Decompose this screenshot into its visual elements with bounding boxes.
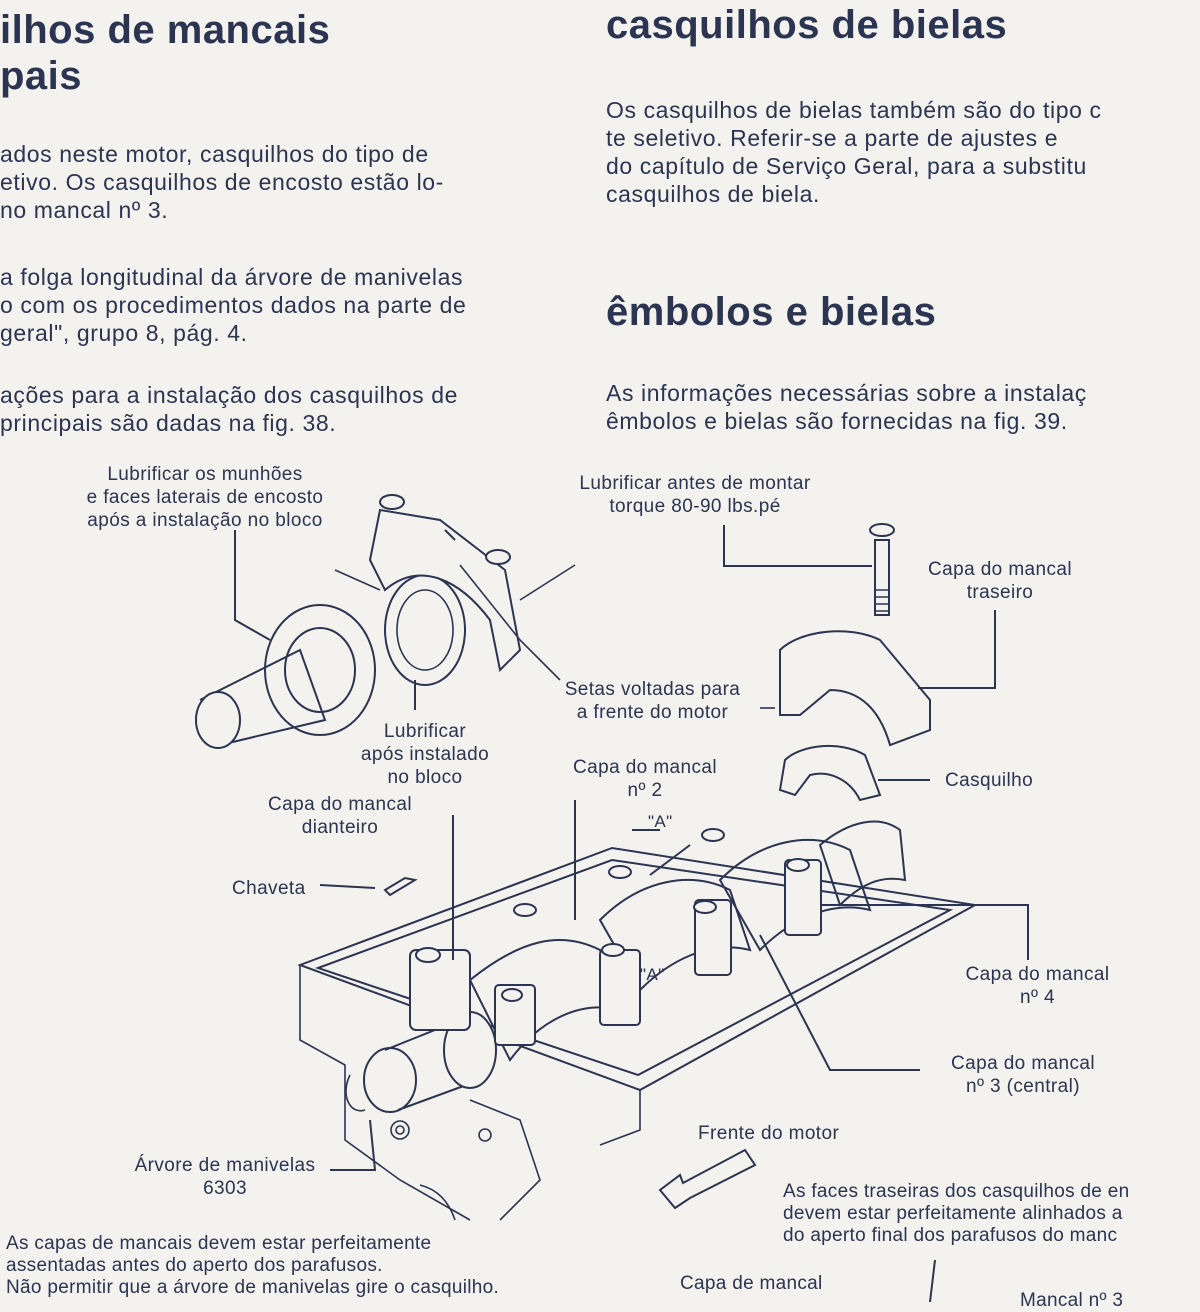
engine-block	[297, 846, 979, 1221]
right-paragraph-2: As informações necessárias sobre a insta…	[606, 379, 1087, 435]
text-line: 6303	[203, 1178, 247, 1199]
text-line: nº 3 (central)	[966, 1076, 1080, 1097]
text-line: te seletivo. Referir-se a parte de ajust…	[606, 125, 1059, 151]
text-line: Lubrificar antes de montar	[579, 473, 811, 494]
text-line: ações para a instalação dos casquilhos d…	[0, 382, 459, 408]
label-lubrificar-apos: Lubrificar após instalado no bloco	[340, 720, 510, 789]
text-line: As capas de mancais devem estar perfeita…	[6, 1233, 432, 1254]
label-setas-voltadas: Setas voltadas para a frente do motor	[540, 678, 765, 724]
text-line: Capa do mancal	[965, 964, 1110, 985]
chaveta-key	[383, 876, 418, 897]
text-line: Capa do mancal	[951, 1053, 1095, 1074]
label-marker-a-top: "A"	[648, 812, 673, 831]
text-line: As faces traseiras dos casquilhos de en	[783, 1181, 1130, 1202]
leader-lines	[234, 525, 1029, 1302]
front-direction-arrow	[658, 1148, 757, 1210]
text-line: a folga longitudinal da árvore de manive…	[0, 264, 464, 290]
label-capa-no3: Capa do mancal nº 3 (central)	[918, 1052, 1128, 1098]
label-marker-a-bottom: "A"	[640, 965, 665, 984]
text-line: nº 2	[627, 780, 663, 801]
footer-left-note: As capas de mancais devem estar perfeita…	[6, 1233, 499, 1299]
text-line: após a instalação no bloco	[87, 510, 323, 531]
text-line: Capa do mancal	[268, 794, 412, 815]
label-casquilho: Casquilho	[945, 770, 1034, 791]
text-line: e faces laterais de encosto	[86, 487, 324, 508]
label-lubrificar-torque: Lubrificar antes de montar torque 80-90 …	[540, 472, 850, 518]
text-line: Os casquilhos de bielas também são do ti…	[606, 97, 1102, 123]
text-line: Árvore de manivelas	[134, 1155, 316, 1176]
front-crankshaft-detail	[195, 574, 466, 749]
text-line: Lubrificar	[383, 721, 467, 742]
text-line: etivo. Os casquilhos de encosto estão lo…	[0, 169, 444, 195]
text-line: Capa do mancal	[573, 757, 717, 778]
label-capa-no2: Capa do mancal nº 2	[550, 756, 740, 802]
text-line: ados neste motor, casquilhos do tipo de	[0, 141, 429, 167]
text-line: do capítulo de Serviço Geral, para a sub…	[606, 153, 1087, 179]
rear-cap-detail	[778, 523, 931, 802]
label-chaveta: Chaveta	[232, 878, 306, 899]
right-heading-embolos-bielas: êmbolos e bielas	[606, 290, 937, 334]
footer-right-note: As faces traseiras dos casquilhos de en …	[783, 1181, 1130, 1247]
text-line: após instalado	[360, 744, 490, 765]
text-line: devem estar perfeitamente alinhados a	[783, 1203, 1123, 1224]
text-line: êmbolos e bielas são fornecidas na fig. …	[606, 408, 1068, 434]
text-line: principais são dadas na fig. 38.	[0, 410, 337, 436]
label-arvore-manivelas: Árvore de manivelas 6303	[110, 1154, 340, 1200]
crankshaft	[363, 820, 907, 1113]
text-line: torque 80-90 lbs.pé	[609, 496, 781, 517]
text-line: As informações necessárias sobre a insta…	[606, 380, 1087, 406]
text-line: traseiro	[966, 582, 1034, 603]
text-line: a frente do motor	[576, 702, 729, 723]
label-lubrificar-munhoes: Lubrificar os munhões e faces laterais d…	[50, 463, 360, 532]
label-frente-motor: Frente do motor	[698, 1123, 840, 1144]
footer-capa-de-mancal: Capa de mancal	[680, 1273, 823, 1294]
bearing-caps-block	[409, 828, 822, 1046]
text-line: dianteiro	[301, 817, 379, 838]
label-capa-dianteiro: Capa do mancal dianteiro	[240, 793, 440, 839]
footer-mancal-no3-partial: Mancal nº 3	[1020, 1290, 1124, 1311]
label-capa-no4: Capa do mancal nº 4	[940, 963, 1135, 1009]
text-line: no mancal nº 3.	[0, 197, 169, 223]
text-line: o com os procedimentos dados na parte de	[0, 292, 467, 318]
text-line: assentadas antes do aperto dos parafusos…	[6, 1255, 383, 1276]
text-line: Capa do mancal	[928, 559, 1072, 580]
text-line: casquilhos de biela.	[606, 181, 821, 207]
right-heading-casquilhos-bielas: casquilhos de bielas	[606, 3, 1008, 47]
text-line: Setas voltadas para	[564, 679, 741, 700]
left-heading-line1: ilhos de mancais	[0, 8, 331, 52]
text-line: no bloco	[387, 767, 463, 788]
text-line: geral", grupo 8, pág. 4.	[0, 320, 248, 346]
text-line: do aperto final dos parafusos do manc	[783, 1225, 1118, 1246]
left-paragraph-2: a folga longitudinal da árvore de manive…	[0, 263, 466, 347]
right-paragraph-1: Os casquilhos de bielas também são do ti…	[606, 96, 1102, 208]
front-cap-detail	[334, 494, 576, 673]
text-line: nº 4	[1020, 987, 1055, 1008]
label-capa-traseiro: Capa do mancal traseiro	[915, 558, 1085, 604]
left-paragraph-3: ações para a instalação dos casquilhos d…	[0, 381, 458, 437]
text-line: Não permitir que a árvore de manivelas g…	[6, 1277, 500, 1298]
left-heading-line2: pais	[0, 54, 83, 98]
text-line: Lubrificar os munhões	[107, 464, 303, 485]
left-paragraph-1: ados neste motor, casquilhos do tipo de …	[0, 140, 444, 224]
